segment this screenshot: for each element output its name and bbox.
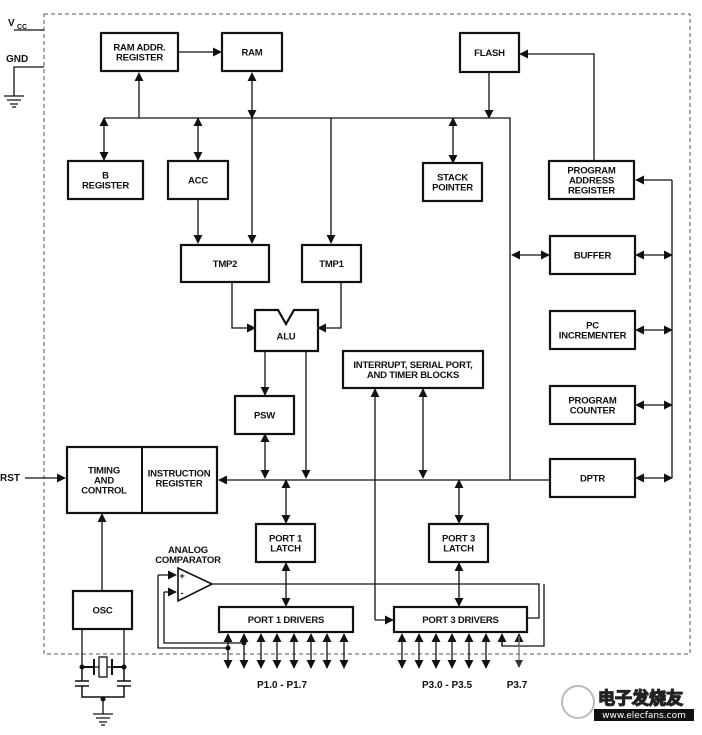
port3-drivers-label: PORT 3 DRIVERS: [422, 615, 498, 626]
svg-text:电子发烧友: 电子发烧友: [598, 688, 683, 709]
program-counter-label: COUNTER: [570, 406, 616, 417]
osc-block: OSC: [71, 589, 134, 631]
tmp2-label: TMP2: [213, 259, 238, 270]
port3-latch-label: PORT 3: [442, 534, 475, 545]
timing-control-label: AND: [94, 476, 114, 487]
svg-text:ANALOG: ANALOG: [168, 545, 208, 556]
port3-drivers-block: PORT 3 DRIVERS: [392, 605, 529, 634]
svg-text:V: V: [8, 18, 15, 29]
psw-block: PSW: [233, 394, 296, 436]
program-counter-label: PROGRAM: [568, 396, 616, 407]
timing-control-label: TIMING: [88, 466, 120, 477]
rst-label: RST: [0, 473, 20, 484]
osc-label: OSC: [93, 606, 113, 617]
pc-incrementer-label: PC: [586, 321, 599, 332]
b-register-label: B: [102, 171, 109, 182]
port1-drivers-label: PORT 1 DRIVERS: [248, 615, 324, 626]
port1-drivers-block: PORT 1 DRIVERS: [217, 605, 355, 634]
analog-comparator: + - ANALOG COMPARATOR: [155, 545, 221, 603]
program-address-register-label: REGISTER: [568, 186, 615, 197]
p3-pin-label: P3.0 - P3.5: [422, 680, 472, 691]
flash-label: FLASH: [474, 48, 505, 59]
acc-block: ACC: [166, 159, 230, 201]
watermark: 电子发烧友 www.elecfans.com: [561, 685, 694, 721]
gnd-pin: GND: [4, 54, 44, 108]
stack-pointer-label: POINTER: [432, 183, 473, 194]
program-address-register-label: PROGRAM: [567, 166, 615, 177]
instruction-register-label: REGISTER: [156, 479, 203, 490]
tmp1-label: TMP1: [319, 259, 344, 270]
psw-label: PSW: [254, 411, 275, 422]
ram-addr-register-label: RAM ADDR.: [113, 43, 165, 54]
svg-text:COMPARATOR: COMPARATOR: [155, 555, 221, 566]
ground-icon: [4, 95, 24, 108]
ram-label: RAM: [241, 48, 262, 59]
chip-boundary: [43, 13, 691, 655]
dptr-block: DPTR: [548, 457, 637, 499]
svg-text:-: -: [181, 588, 184, 598]
crystal-circuit: [75, 628, 131, 726]
svg-text:CC: CC: [17, 24, 27, 31]
program-address-register-label: ADDRESS: [569, 176, 614, 187]
timing-control-label: CONTROL: [81, 486, 127, 497]
stack-pointer-label: STACK: [437, 173, 468, 184]
ram-addr-register-block: RAM ADDR.REGISTER: [99, 31, 180, 73]
instruction-register-label: INSTRUCTION: [148, 469, 211, 480]
port1-latch-label: LATCH: [270, 544, 301, 555]
port3-latch-label: LATCH: [443, 544, 474, 555]
b-register-label: REGISTER: [82, 181, 129, 192]
p37-pin-label: P3.7: [507, 680, 528, 691]
port1-latch-label: PORT 1: [269, 534, 303, 545]
ram-addr-register-label: REGISTER: [116, 53, 163, 64]
interrupt-block-block: INTERRUPT, SERIAL PORT,AND TIMER BLOCKS: [341, 349, 485, 390]
svg-text:+: +: [179, 571, 184, 581]
vcc-pin: V CC: [8, 18, 44, 31]
alu-label: ALU: [277, 332, 296, 343]
acc-label: ACC: [188, 176, 208, 187]
dptr-label: DPTR: [580, 474, 605, 485]
interrupt-block-label: AND TIMER BLOCKS: [367, 370, 459, 381]
tmp1-block: TMP1: [300, 243, 363, 284]
svg-text:GND: GND: [6, 54, 28, 65]
svg-text:www.elecfans.com: www.elecfans.com: [602, 711, 686, 721]
interrupt-block-label: INTERRUPT, SERIAL PORT,: [353, 360, 472, 371]
flash-block: FLASH: [458, 31, 521, 74]
tmp2-block: TMP2: [179, 243, 271, 284]
p1-pin-label: P1.0 - P1.7: [257, 680, 307, 691]
buffer-block: BUFFER: [548, 234, 637, 276]
ram-block: RAM: [220, 31, 284, 73]
port1-pins: [223, 633, 349, 669]
buffer-label: BUFFER: [574, 251, 612, 262]
alu-block: ALU: [253, 308, 320, 353]
pc-incrementer-label: INCREMENTER: [559, 331, 627, 342]
ground-icon: [93, 713, 113, 726]
